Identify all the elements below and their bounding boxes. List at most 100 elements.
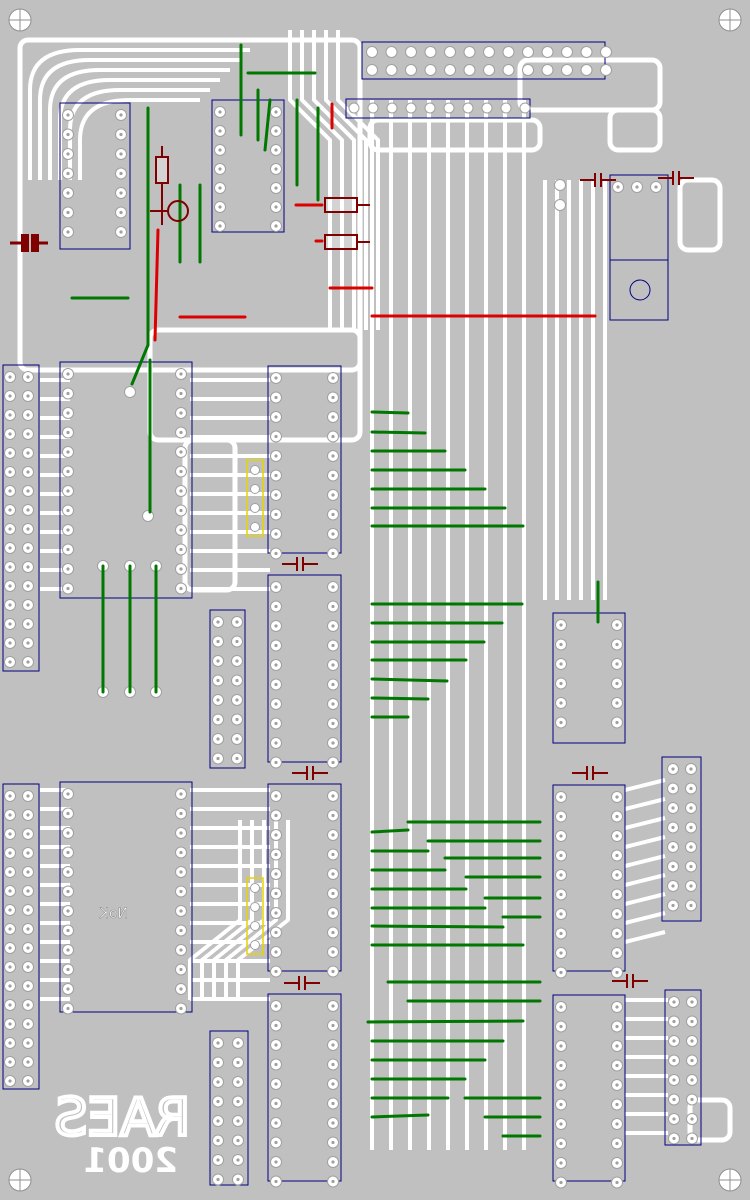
pad-hole (274, 434, 278, 439)
jumper-wire (366, 1019, 525, 1024)
pad-hole (331, 1062, 335, 1067)
pad-hole (179, 469, 183, 474)
header-pin (500, 102, 512, 114)
pad-hole (216, 678, 220, 683)
pad-hole (274, 224, 278, 228)
pad-hole (559, 931, 563, 936)
pad-hole (274, 585, 278, 589)
pad-hole (559, 1005, 563, 1009)
pad-hole (216, 1041, 220, 1045)
connector-left-2-outline (2, 783, 40, 1090)
pad-hole (671, 845, 675, 849)
header-pin (443, 102, 455, 114)
pad-hole (654, 185, 658, 189)
pad-hole (274, 110, 278, 114)
connector-left-1 (2, 364, 40, 672)
pad-hole (672, 1000, 676, 1004)
pad-hole (8, 813, 12, 817)
pad-hole (274, 129, 278, 133)
pad-hole (615, 1122, 619, 1126)
pad-hole (615, 1180, 619, 1185)
pad-hole (672, 1078, 676, 1082)
pad-hole (689, 884, 693, 888)
pad-hole (216, 659, 220, 663)
pad-hole (274, 1101, 278, 1106)
pad-hole (179, 870, 183, 874)
routing-trace (28, 48, 250, 180)
ic-u2-outline (211, 99, 285, 233)
ic-u7 (267, 783, 342, 978)
pad-hole (672, 1117, 676, 1121)
pad-hole (66, 171, 70, 176)
pad-hole (66, 391, 70, 396)
pad-hole (331, 872, 335, 876)
pad (250, 883, 260, 893)
year-label: 2001 (83, 1141, 178, 1181)
pad-hole (66, 586, 70, 591)
pad-hole (331, 585, 335, 589)
pad-hole (689, 786, 693, 791)
routing-trace (200, 820, 254, 1000)
pad-hole (274, 1004, 278, 1008)
header-pin (522, 46, 534, 58)
pad-hole (66, 411, 70, 415)
pad-hole (274, 930, 278, 935)
passive-components (10, 146, 694, 990)
pad-hole (26, 813, 30, 817)
pad-hole (26, 565, 30, 569)
pad-hole (274, 493, 278, 497)
header-pin (483, 46, 495, 58)
pad-hole (236, 1080, 240, 1084)
header-pin (580, 46, 593, 58)
pad-hole (615, 795, 619, 799)
pad-hole (274, 760, 278, 765)
pad-hole (672, 1097, 676, 1102)
pad-hole (216, 1158, 220, 1162)
pad-hole (331, 624, 335, 628)
fanout-trace (624, 778, 666, 792)
ic-u6 (59, 781, 193, 1015)
connector-right-2-outline (664, 989, 702, 1146)
header-pin (366, 46, 378, 58)
red-jumper-wire (153, 228, 160, 342)
copper-area (367, 117, 543, 153)
pad (554, 179, 566, 191)
pad-hole (218, 110, 222, 114)
pad-hole (66, 430, 70, 435)
pad-hole (559, 795, 563, 799)
pad-hole (559, 1044, 563, 1048)
electrolytic-plate (31, 234, 39, 252)
pad-hole (615, 681, 619, 686)
pad-hole (179, 528, 183, 532)
pad-hole (235, 737, 239, 741)
pad-hole (331, 721, 335, 726)
ic-u3 (59, 361, 193, 599)
pad-hole (331, 551, 335, 556)
pad-hole (26, 413, 30, 417)
header-pin (348, 102, 360, 114)
pad-hole (331, 1160, 335, 1164)
pad-hole (66, 967, 70, 972)
pad-hole (8, 889, 12, 893)
pad-hole (331, 415, 335, 419)
pad-hole (8, 908, 12, 912)
red-jumper-wires (153, 102, 597, 342)
pad-hole (672, 1058, 676, 1063)
pad-hole (616, 185, 620, 189)
pad (250, 484, 260, 494)
pad-hole (8, 1041, 12, 1045)
pad-hole (615, 931, 619, 936)
pad-hole (179, 411, 183, 415)
header-pin (366, 64, 378, 76)
pad-hole (274, 969, 278, 974)
pad-hole (559, 912, 563, 916)
pad-hole (119, 210, 123, 215)
pad-hole (8, 622, 12, 626)
fanout-trace (624, 816, 666, 830)
pad-hole (671, 903, 675, 908)
pad-hole (236, 1119, 240, 1123)
pad-hole (179, 831, 183, 835)
pad-hole (274, 1082, 278, 1086)
header-pin (502, 46, 515, 58)
pad-hole (236, 1177, 240, 1182)
